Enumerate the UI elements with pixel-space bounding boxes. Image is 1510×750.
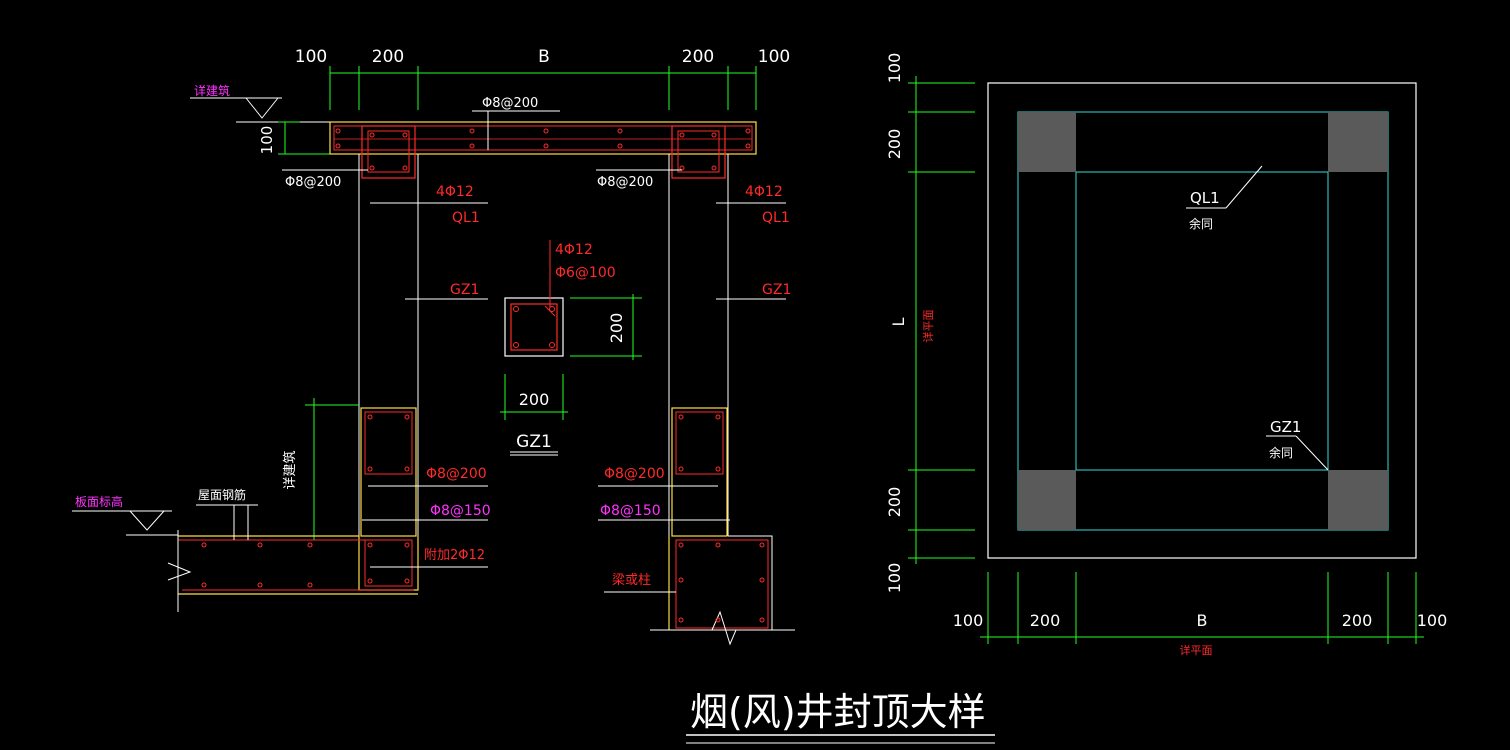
roof-rebar-label: 屋面钢筋 — [198, 487, 246, 502]
left-stirrup-label: Φ8@200 — [285, 175, 341, 190]
gz-stirrup: Φ6@100 — [555, 265, 616, 281]
gz-main-rebar: 4Φ12 — [555, 242, 593, 258]
drawing-title: 烟(风)井封顶大样 — [690, 690, 986, 734]
lower-right-rebar-dots — [678, 414, 765, 623]
lower-left-rebar-dots — [201, 414, 410, 588]
plan-bottom-dim-4: 200 — [1342, 611, 1373, 630]
top-dim-3: B — [538, 47, 550, 67]
lower-left-leaders — [362, 485, 488, 568]
plan-column-fills — [1018, 112, 1388, 530]
ring-beam-left — [361, 125, 416, 179]
top-slab — [329, 121, 757, 155]
wall-height-note: 详建筑 — [282, 450, 298, 489]
gz-width-dim — [500, 374, 568, 420]
top-rebar-label: Φ8@200 — [482, 96, 538, 111]
plan-ring-beam — [1017, 111, 1389, 531]
roof-rebar-leader — [196, 504, 258, 540]
slab-rebar-dots — [335, 128, 751, 171]
gz-label-underline — [510, 451, 558, 456]
section-detail: 100 200 B 200 100 详建筑 100 — [72, 47, 795, 646]
wall-height-dim — [305, 398, 359, 540]
top-dim-5: 100 — [758, 47, 790, 67]
slab-thickness-label: 100 — [258, 126, 276, 155]
wall-left — [358, 154, 419, 536]
plan-gz-label: GZ1 — [1270, 418, 1301, 436]
drawing-title-group: 烟(风)井封顶大样 — [686, 690, 995, 744]
lower-left-extra: 附加2Φ12 — [424, 548, 485, 563]
plan-ql-same: 余同 — [1189, 216, 1213, 231]
lower-left-stirrup-b: Φ8@150 — [430, 503, 491, 519]
ring-beam-right — [671, 125, 726, 179]
left-ql-label: QL1 — [452, 210, 480, 226]
plan-outer-boundary — [987, 82, 1417, 559]
lower-right-stirrup-b: Φ8@150 — [600, 503, 661, 519]
lower-right-support: 梁或柱 — [612, 573, 651, 588]
plan-bottom-dim-chain — [980, 572, 1424, 644]
plan-left-dim-1: 100 — [885, 53, 904, 84]
top-dim-1: 100 — [295, 47, 327, 67]
top-dim-2: 200 — [372, 47, 404, 67]
plan-column-br — [1328, 470, 1388, 530]
top-note: 详建筑 — [194, 83, 230, 98]
left-gz-label: GZ1 — [450, 282, 479, 298]
lower-right-leaders — [598, 485, 730, 593]
gz-detail-label: GZ1 — [516, 432, 552, 452]
slab-thickness-dim — [278, 121, 330, 155]
gz-height-dim — [570, 294, 642, 360]
plan-ring-beam-inner — [1075, 171, 1329, 471]
plan-left-dim-3: L — [889, 317, 908, 326]
plan-column-tl — [1018, 112, 1076, 172]
plan-bottom-note: 详平面 — [1180, 643, 1213, 657]
gz-width-label: 200 — [519, 390, 550, 409]
plan-view: QL1 余同 GZ1 余同 100 200 L 200 100 详平面 — [885, 53, 1447, 657]
plan-bottom-dim-2: 200 — [1030, 611, 1061, 630]
plan-gz-same: 余同 — [1269, 445, 1293, 460]
lower-left-stirrup-a: Φ8@200 — [426, 466, 487, 482]
slab-level-label: 板面标高 — [75, 494, 123, 509]
gz-detail-section — [504, 240, 564, 357]
left-ql-rebar: 4Φ12 — [436, 184, 474, 200]
top-dimension-chain — [329, 66, 757, 110]
plan-bottom-dim-5: 100 — [1417, 611, 1448, 630]
top-elevation-symbol — [190, 97, 330, 123]
top-rebar-leader — [472, 110, 560, 150]
lower-right-beam — [650, 407, 795, 646]
plan-left-dim-chain — [908, 76, 975, 564]
plan-gz-leader — [1266, 435, 1329, 471]
wall-right — [668, 154, 729, 536]
plan-left-dim-5: 100 — [885, 563, 904, 594]
plan-ql-leader — [1186, 165, 1263, 209]
right-stirrup-label: Φ8@200 — [597, 175, 653, 190]
plan-left-dim-2: 200 — [885, 129, 904, 160]
plan-column-tr — [1328, 112, 1388, 172]
plan-side-note: 详平面 — [921, 310, 935, 343]
plan-left-dim-4: 200 — [885, 487, 904, 518]
right-ql-rebar: 4Φ12 — [745, 184, 783, 200]
top-dim-4: 200 — [682, 47, 714, 67]
right-gz-label: GZ1 — [762, 282, 791, 298]
plan-bottom-dim-3: B — [1197, 611, 1208, 630]
plan-column-bl — [1018, 470, 1076, 530]
plan-bottom-dim-1: 100 — [953, 611, 984, 630]
plan-ql-label: QL1 — [1190, 189, 1220, 207]
lower-right-stirrup-a: Φ8@200 — [604, 466, 665, 482]
slab-level-symbol — [72, 510, 178, 536]
right-ql-label: QL1 — [762, 210, 790, 226]
gz-height-label: 200 — [607, 313, 626, 344]
lower-left-beam — [167, 407, 419, 612]
